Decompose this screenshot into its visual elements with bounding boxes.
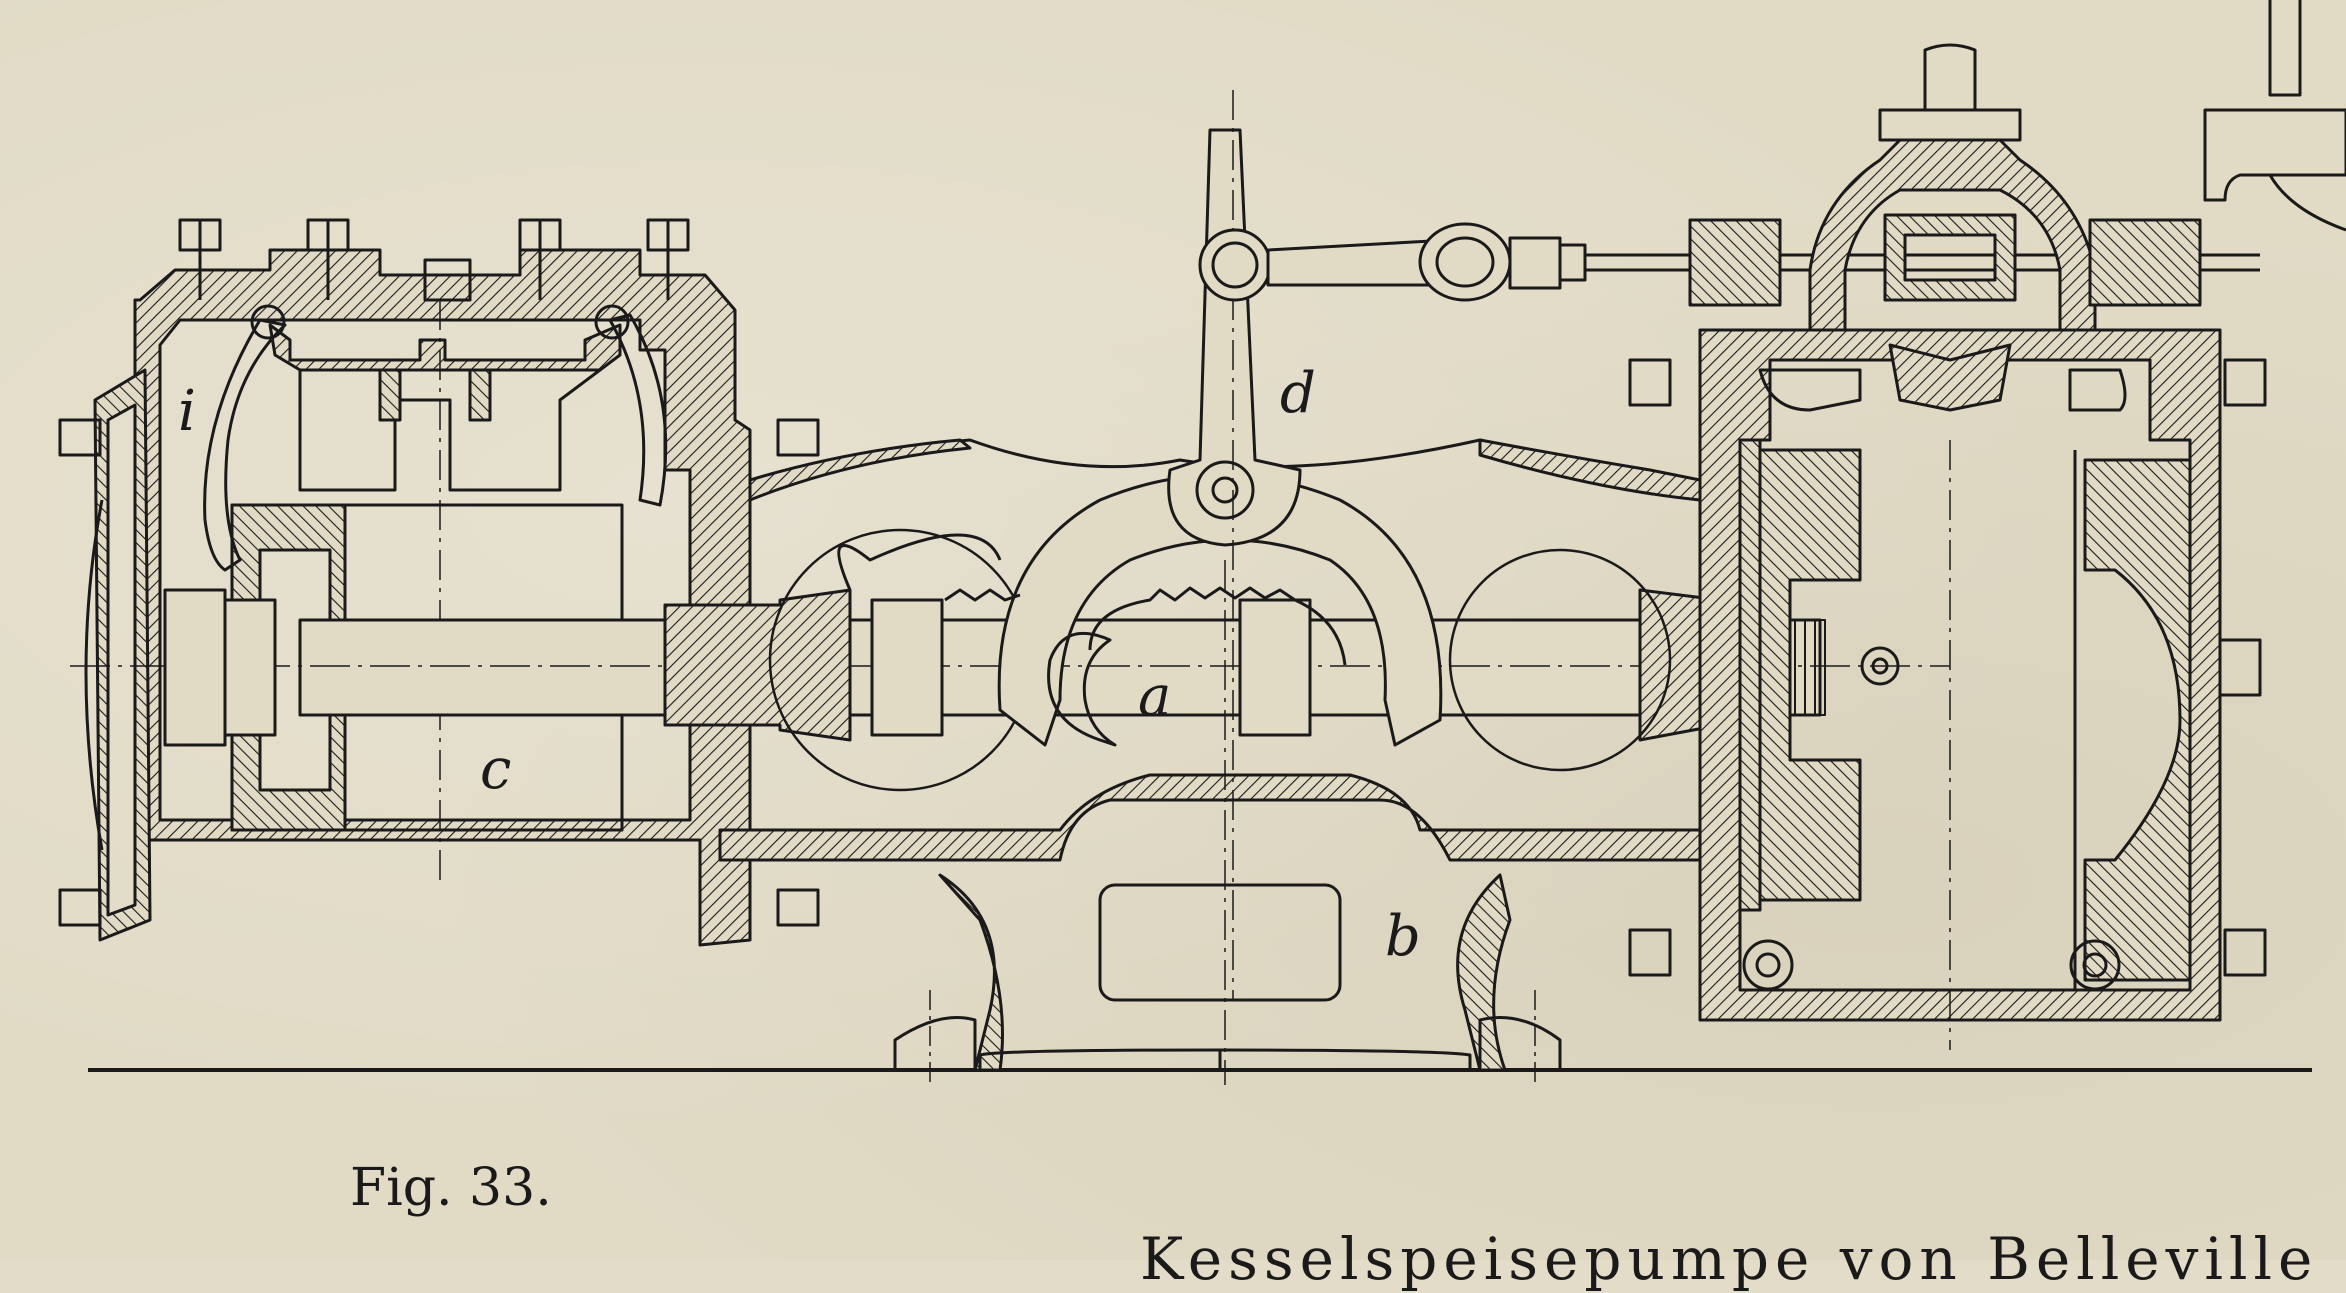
pump-cylinder-right [1628,328,2267,1050]
cover-bolts [178,218,690,302]
frame-center [718,438,1702,1085]
label-a: a [1138,664,1171,729]
label-c: c [480,737,511,802]
label-d: d [1280,361,1316,426]
steam-cylinder-left [58,218,820,947]
figure-caption: Kesselspeisepumpe von Belleville [1140,1225,2319,1293]
figure-number: Fig. 33. [350,1158,552,1218]
label-i: i [178,379,196,444]
label-b: b [1385,904,1421,969]
crosshead-yoke-a [944,473,1443,747]
valve-box [1688,0,2346,412]
lever-i [203,318,287,572]
pump-section-drawing: i d a c b [58,0,2346,1085]
